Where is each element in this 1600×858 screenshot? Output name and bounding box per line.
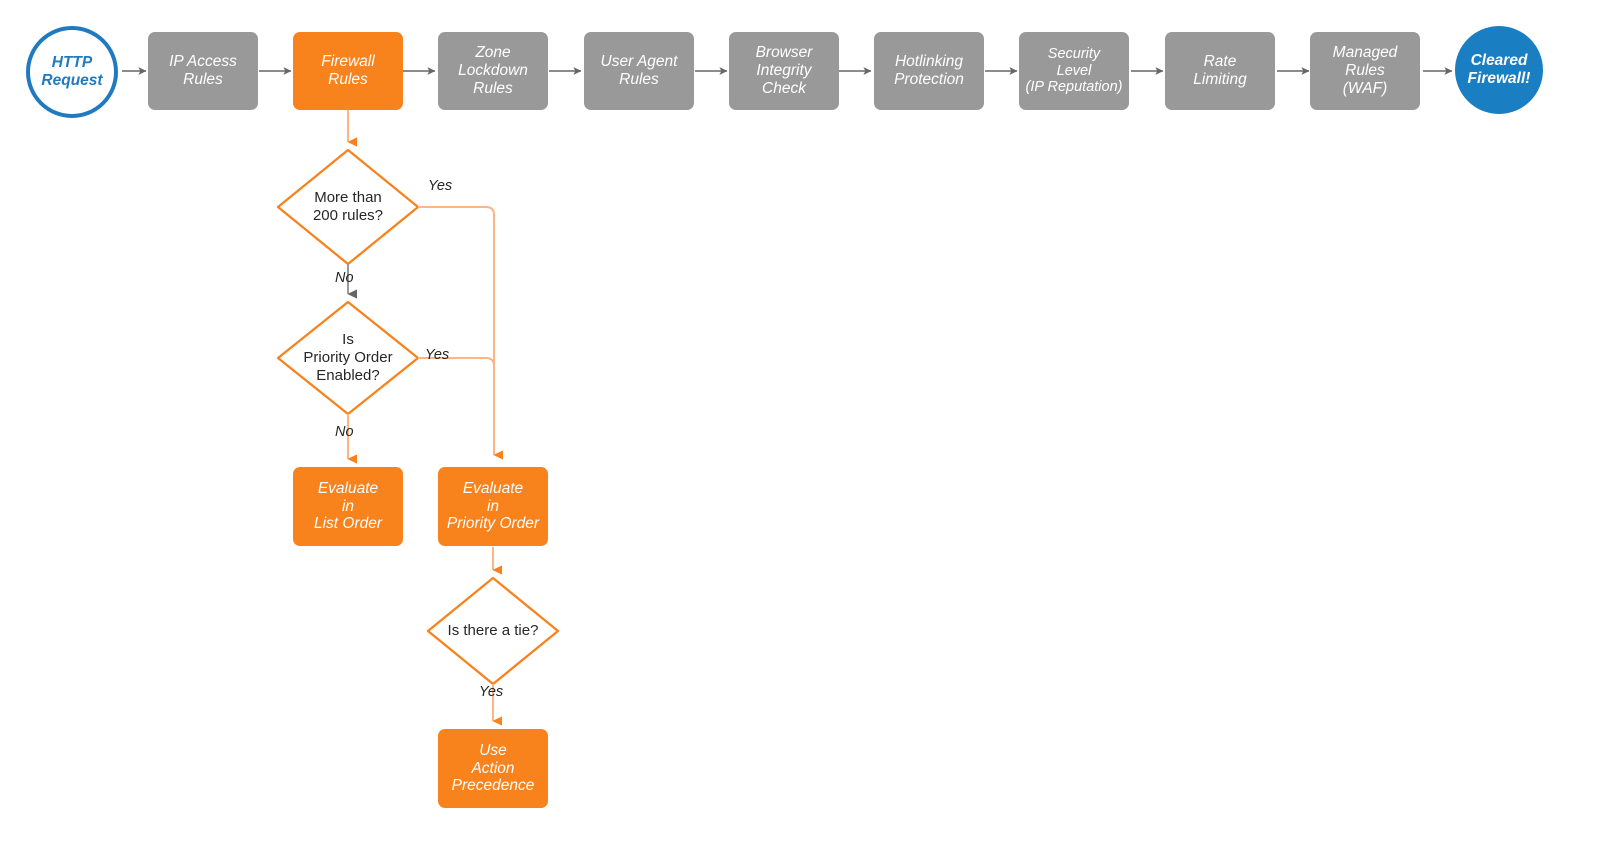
node-hotlinking-protection[interactable]: Hotlinking Protection (874, 32, 984, 110)
node-ip-access-rules-label: IP Access Rules (169, 53, 237, 88)
node-firewall-rules-label: Firewall Rules (321, 53, 375, 88)
node-cleared-firewall[interactable]: Cleared Firewall! (1455, 26, 1543, 114)
node-security-level-label: Security Level (IP Reputation) (1025, 45, 1123, 96)
node-http-request-label: HTTP Request (41, 54, 103, 89)
node-zone-lockdown-rules-label: Zone Lockdown Rules (458, 44, 528, 97)
node-ip-access-rules[interactable]: IP Access Rules (148, 32, 258, 110)
node-managed-rules-waf[interactable]: Managed Rules (WAF) (1310, 32, 1420, 110)
edge-label-decision2-yes: Yes (425, 347, 450, 363)
node-evaluate-priority-order[interactable]: Evaluate in Priority Order (438, 467, 548, 546)
node-firewall-rules[interactable]: Firewall Rules (293, 32, 403, 110)
node-managed-rules-waf-label: Managed Rules (WAF) (1332, 44, 1398, 97)
node-browser-integrity-check-label: Browser Integrity Check (755, 44, 813, 97)
node-evaluate-list-order-label: Evaluate in List Order (313, 479, 383, 533)
node-evaluate-list-order[interactable]: Evaluate in List Order (293, 467, 403, 546)
edge-label-decision2-no: No (335, 424, 354, 440)
decision-priority-order-enabled-label: Is Priority Order Enabled? (303, 331, 393, 384)
node-rate-limiting[interactable]: Rate Limiting (1165, 32, 1275, 110)
edge-label-decision1-yes: Yes (428, 178, 453, 194)
node-use-action-precedence[interactable]: Use Action Precedence (438, 729, 548, 808)
edge-decision1-yes-to-priority-order (418, 206, 504, 460)
node-cleared-firewall-label: Cleared Firewall! (1467, 52, 1531, 87)
node-hotlinking-protection-label: Hotlinking Protection (894, 53, 964, 88)
node-use-action-precedence-label: Use Action Precedence (451, 741, 535, 795)
node-evaluate-priority-order-label: Evaluate in Priority Order (446, 479, 540, 533)
node-browser-integrity-check[interactable]: Browser Integrity Check (729, 32, 839, 110)
edge-label-decision1-no: No (335, 270, 354, 286)
edge-decision2-yes-to-priority-order (418, 357, 495, 400)
node-zone-lockdown-rules[interactable]: Zone Lockdown Rules (438, 32, 548, 110)
node-user-agent-rules[interactable]: User Agent Rules (584, 32, 694, 110)
edge-label-tie-yes: Yes (479, 684, 504, 700)
decision-more-than-200-rules-label: More than 200 rules? (312, 189, 384, 224)
node-http-request[interactable]: HTTP Request (26, 26, 118, 118)
node-user-agent-rules-label: User Agent Rules (600, 53, 678, 88)
node-rate-limiting-label: Rate Limiting (1193, 53, 1247, 88)
decision-is-there-a-tie-label: Is there a tie? (447, 622, 539, 639)
node-security-level[interactable]: Security Level (IP Reputation) (1019, 32, 1129, 110)
